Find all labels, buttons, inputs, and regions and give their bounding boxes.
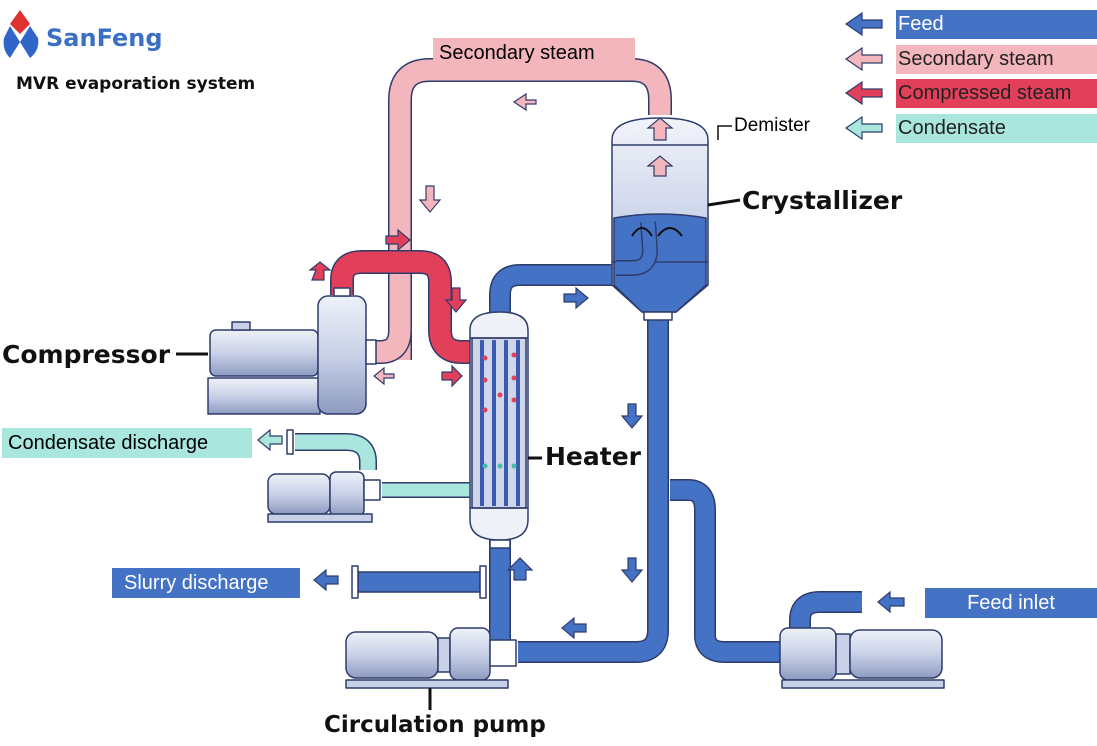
legend-compressed-steam: Compressed steam bbox=[896, 79, 1097, 108]
circulation-pump bbox=[345, 627, 517, 689]
slurry-discharge-label: Slurry discharge bbox=[112, 568, 300, 598]
legend-arrows bbox=[844, 11, 883, 141]
legend-feed: Feed bbox=[896, 10, 1097, 39]
feed-pipe-downcomer bbox=[518, 318, 669, 663]
brand-name: SanFeng bbox=[46, 24, 163, 52]
feed-pump bbox=[779, 627, 945, 689]
circulation-pump-label: Circulation pump bbox=[324, 712, 546, 738]
heater-bubbles bbox=[482, 352, 517, 469]
legend-condensate: Condensate bbox=[896, 114, 1097, 143]
page-subtitle: MVR evaporation system bbox=[16, 74, 256, 94]
compressor-label: Compressor bbox=[2, 340, 171, 369]
sanfeng-logo-icon bbox=[3, 10, 39, 58]
legend-secondary-steam: Secondary steam bbox=[896, 45, 1097, 74]
heater-label: Heater bbox=[545, 442, 641, 471]
feed-inlet-label: Feed inlet bbox=[925, 588, 1097, 618]
arrow-icon bbox=[257, 92, 905, 640]
compressor-machine bbox=[207, 287, 377, 415]
feed-pipe-inlet bbox=[670, 479, 790, 663]
condensate-discharge-label: Condensate discharge bbox=[2, 428, 252, 458]
crystallizer-label: Crystallizer bbox=[742, 186, 903, 215]
condensate-pump bbox=[267, 471, 381, 523]
secondary-steam-label: Secondary steam bbox=[433, 38, 635, 68]
demister-label: Demister bbox=[734, 115, 811, 136]
